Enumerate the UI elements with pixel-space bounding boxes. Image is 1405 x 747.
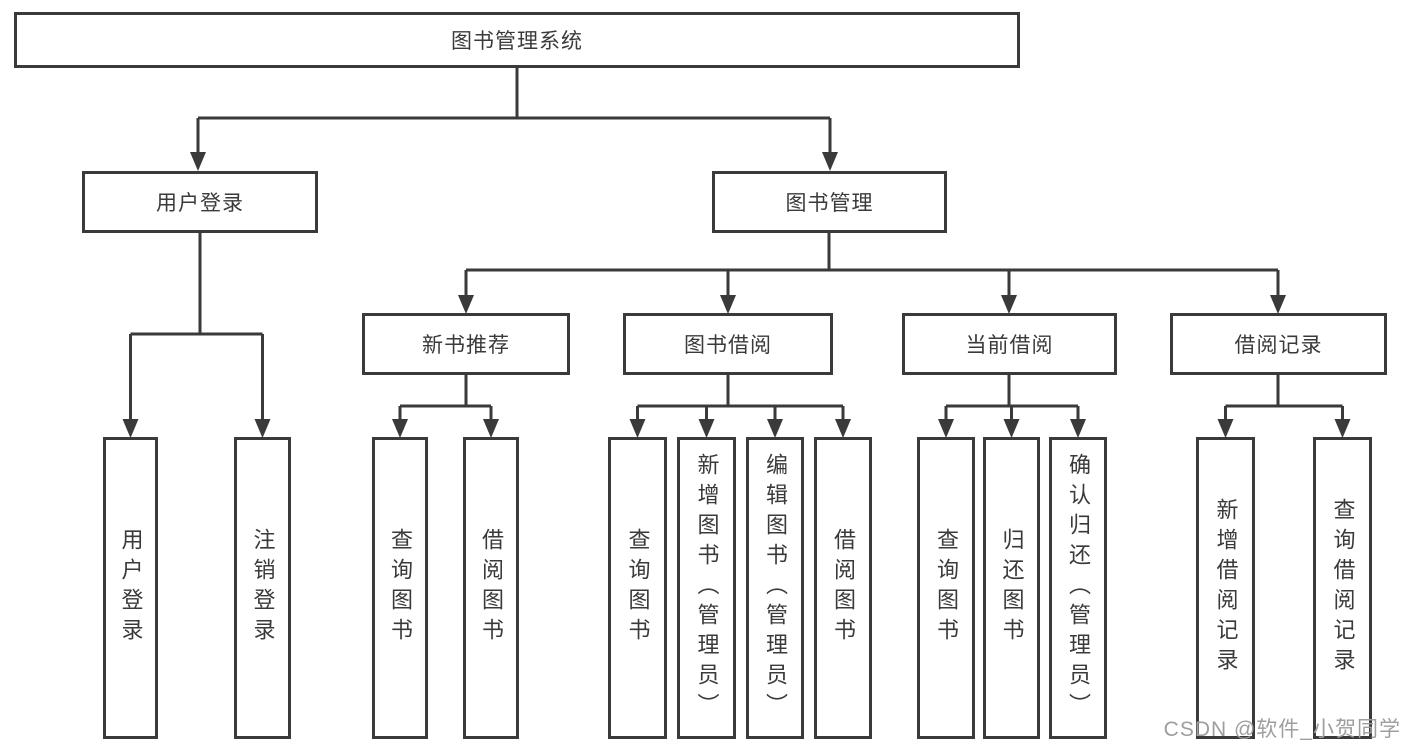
arrow-down-icon: [483, 419, 499, 438]
arrow-down-icon: [822, 152, 838, 171]
node-borrow-record: 借阅记录: [1170, 313, 1387, 375]
node-book-borrow: 图书借阅: [623, 313, 833, 375]
arrow-down-icon: [458, 295, 474, 314]
arrow-down-icon: [1001, 295, 1017, 314]
arrow-down-icon: [1217, 419, 1234, 438]
node-current-borrow: 当前借阅: [902, 313, 1117, 375]
leaf-borrow-books: 借阅图书: [814, 437, 872, 739]
leaf-label: 查询图书: [934, 528, 959, 648]
leaf-label: 查询借阅记录: [1330, 498, 1356, 678]
arrow-down-icon: [254, 419, 271, 438]
leaf-borrow-books-recommend: 借阅图书: [463, 437, 519, 739]
arrow-down-icon: [392, 419, 408, 438]
leaf-add-books-admin: 新增图书（管理员）: [677, 437, 736, 739]
leaf-return-books: 归还图书: [983, 437, 1040, 739]
leaf-logout: 注销登录: [234, 437, 291, 739]
leaf-user-login: 用户登录: [103, 437, 158, 739]
arrow-down-icon: [698, 419, 715, 438]
arrow-down-icon: [122, 419, 139, 438]
arrow-down-icon: [1334, 419, 1351, 438]
leaf-label: 用户登录: [118, 528, 144, 648]
leaf-label: 借阅图书: [479, 528, 504, 648]
leaf-query-books-borrow: 查询图书: [608, 437, 667, 739]
connector-user-login-split: [129, 233, 264, 419]
csdn-watermark: CSDN @软件_小贺同学: [1163, 718, 1401, 741]
node-new-book-recommend: 新书推荐: [362, 313, 570, 375]
connector-new-book-split: [398, 375, 493, 419]
connector-borrow-record-split: [1224, 375, 1344, 419]
leaf-add-borrow-record: 新增借阅记录: [1196, 437, 1255, 739]
connector-current-borrow-split: [944, 375, 1080, 419]
node-book-management: 图书管理: [712, 171, 947, 233]
leaf-label: 归还图书: [999, 528, 1025, 648]
leaf-label: 借阅图书: [831, 528, 856, 648]
leaf-label: 注销登录: [250, 528, 276, 648]
leaf-query-books-recommend: 查询图书: [372, 437, 428, 739]
leaf-label: 查询图书: [625, 528, 651, 648]
leaf-label: 查询图书: [388, 528, 413, 648]
leaf-query-books-current: 查询图书: [917, 437, 975, 739]
leaf-label: 编辑图书（管理员）: [763, 453, 788, 723]
connector-root-split: [196, 68, 832, 152]
leaf-label: 新增图书（管理员）: [694, 453, 720, 723]
leaf-query-borrow-record: 查询借阅记录: [1313, 437, 1372, 739]
leaf-label: 确认归还（管理员）: [1066, 453, 1091, 723]
arrow-down-icon: [835, 419, 851, 438]
arrow-down-icon: [720, 295, 736, 314]
leaf-label: 新增借阅记录: [1213, 498, 1239, 678]
arrow-down-icon: [938, 419, 954, 438]
leaf-edit-books-admin: 编辑图书（管理员）: [746, 437, 804, 739]
arrow-down-icon: [1070, 419, 1086, 438]
connector-book-borrow-split: [636, 375, 845, 419]
connector-book-mgmt-split: [464, 233, 1280, 295]
node-root: 图书管理系统: [14, 12, 1020, 68]
arrow-down-icon: [190, 152, 206, 171]
arrow-down-icon: [629, 419, 646, 438]
arrow-down-icon: [767, 419, 783, 438]
arrow-down-icon: [1270, 295, 1286, 314]
leaf-confirm-return-admin: 确认归还（管理员）: [1049, 437, 1107, 739]
node-user-login: 用户登录: [82, 171, 318, 233]
arrow-down-icon: [1003, 419, 1020, 438]
